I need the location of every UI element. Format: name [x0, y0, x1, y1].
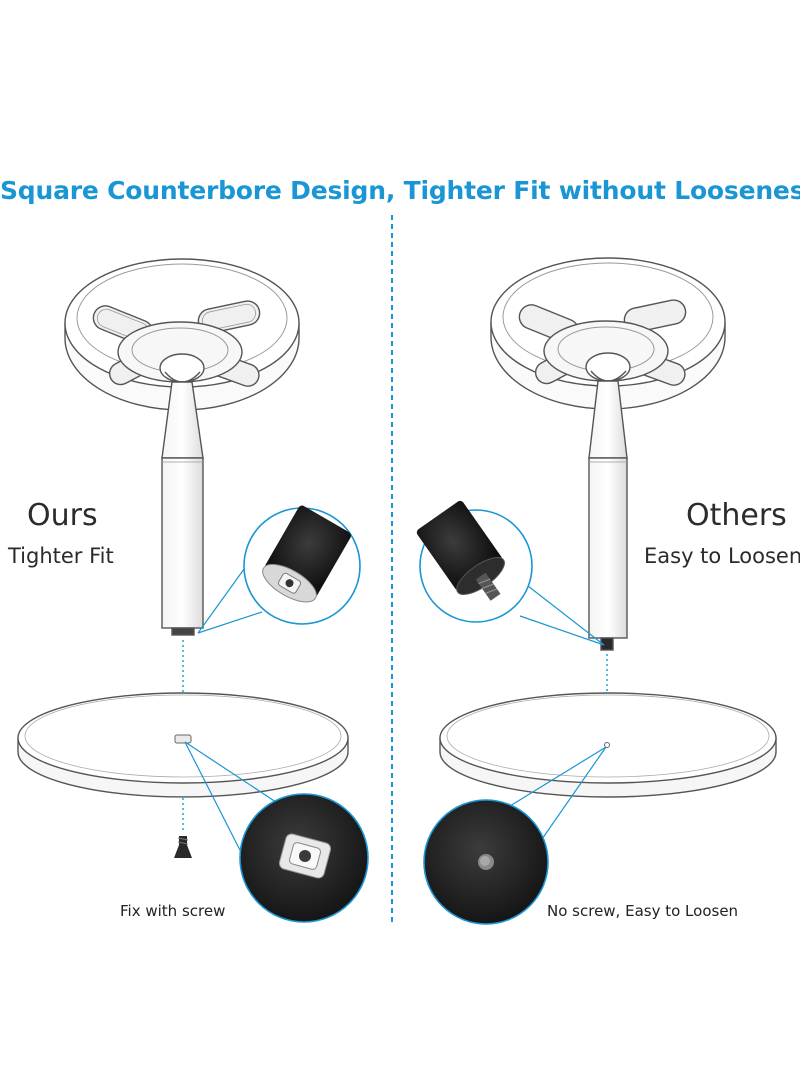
screw-icon [174, 836, 192, 858]
others-base-plate [439, 692, 777, 798]
others-subheading: Easy to Loosen [644, 544, 800, 568]
others-plate-callout [509, 746, 607, 843]
ours-plate-callout [184, 741, 283, 859]
ours-stand-illustration [17, 258, 369, 923]
ours-pole-callout [197, 557, 263, 634]
others-pole-callout [519, 585, 605, 646]
ours-pole [161, 381, 204, 636]
others-hole-zoom [423, 799, 549, 925]
ours-top-plate [64, 258, 300, 411]
ours-caption: Fix with screw [120, 902, 226, 920]
ours-heading: Ours [27, 498, 98, 533]
ours-subheading: Tighter Fit [8, 544, 114, 568]
ours-base-plate [17, 692, 349, 798]
headline: Square Counterbore Design, Tighter Fit w… [0, 176, 800, 205]
ours-pole-end-zoom [243, 505, 361, 625]
others-pole [588, 380, 628, 651]
others-stand-illustration [416, 257, 777, 925]
others-heading: Others [686, 498, 787, 533]
ours-counterbore-zoom [239, 793, 369, 923]
others-pole-end-zoom [416, 500, 533, 623]
others-caption: No screw, Easy to Loosen [547, 902, 739, 920]
